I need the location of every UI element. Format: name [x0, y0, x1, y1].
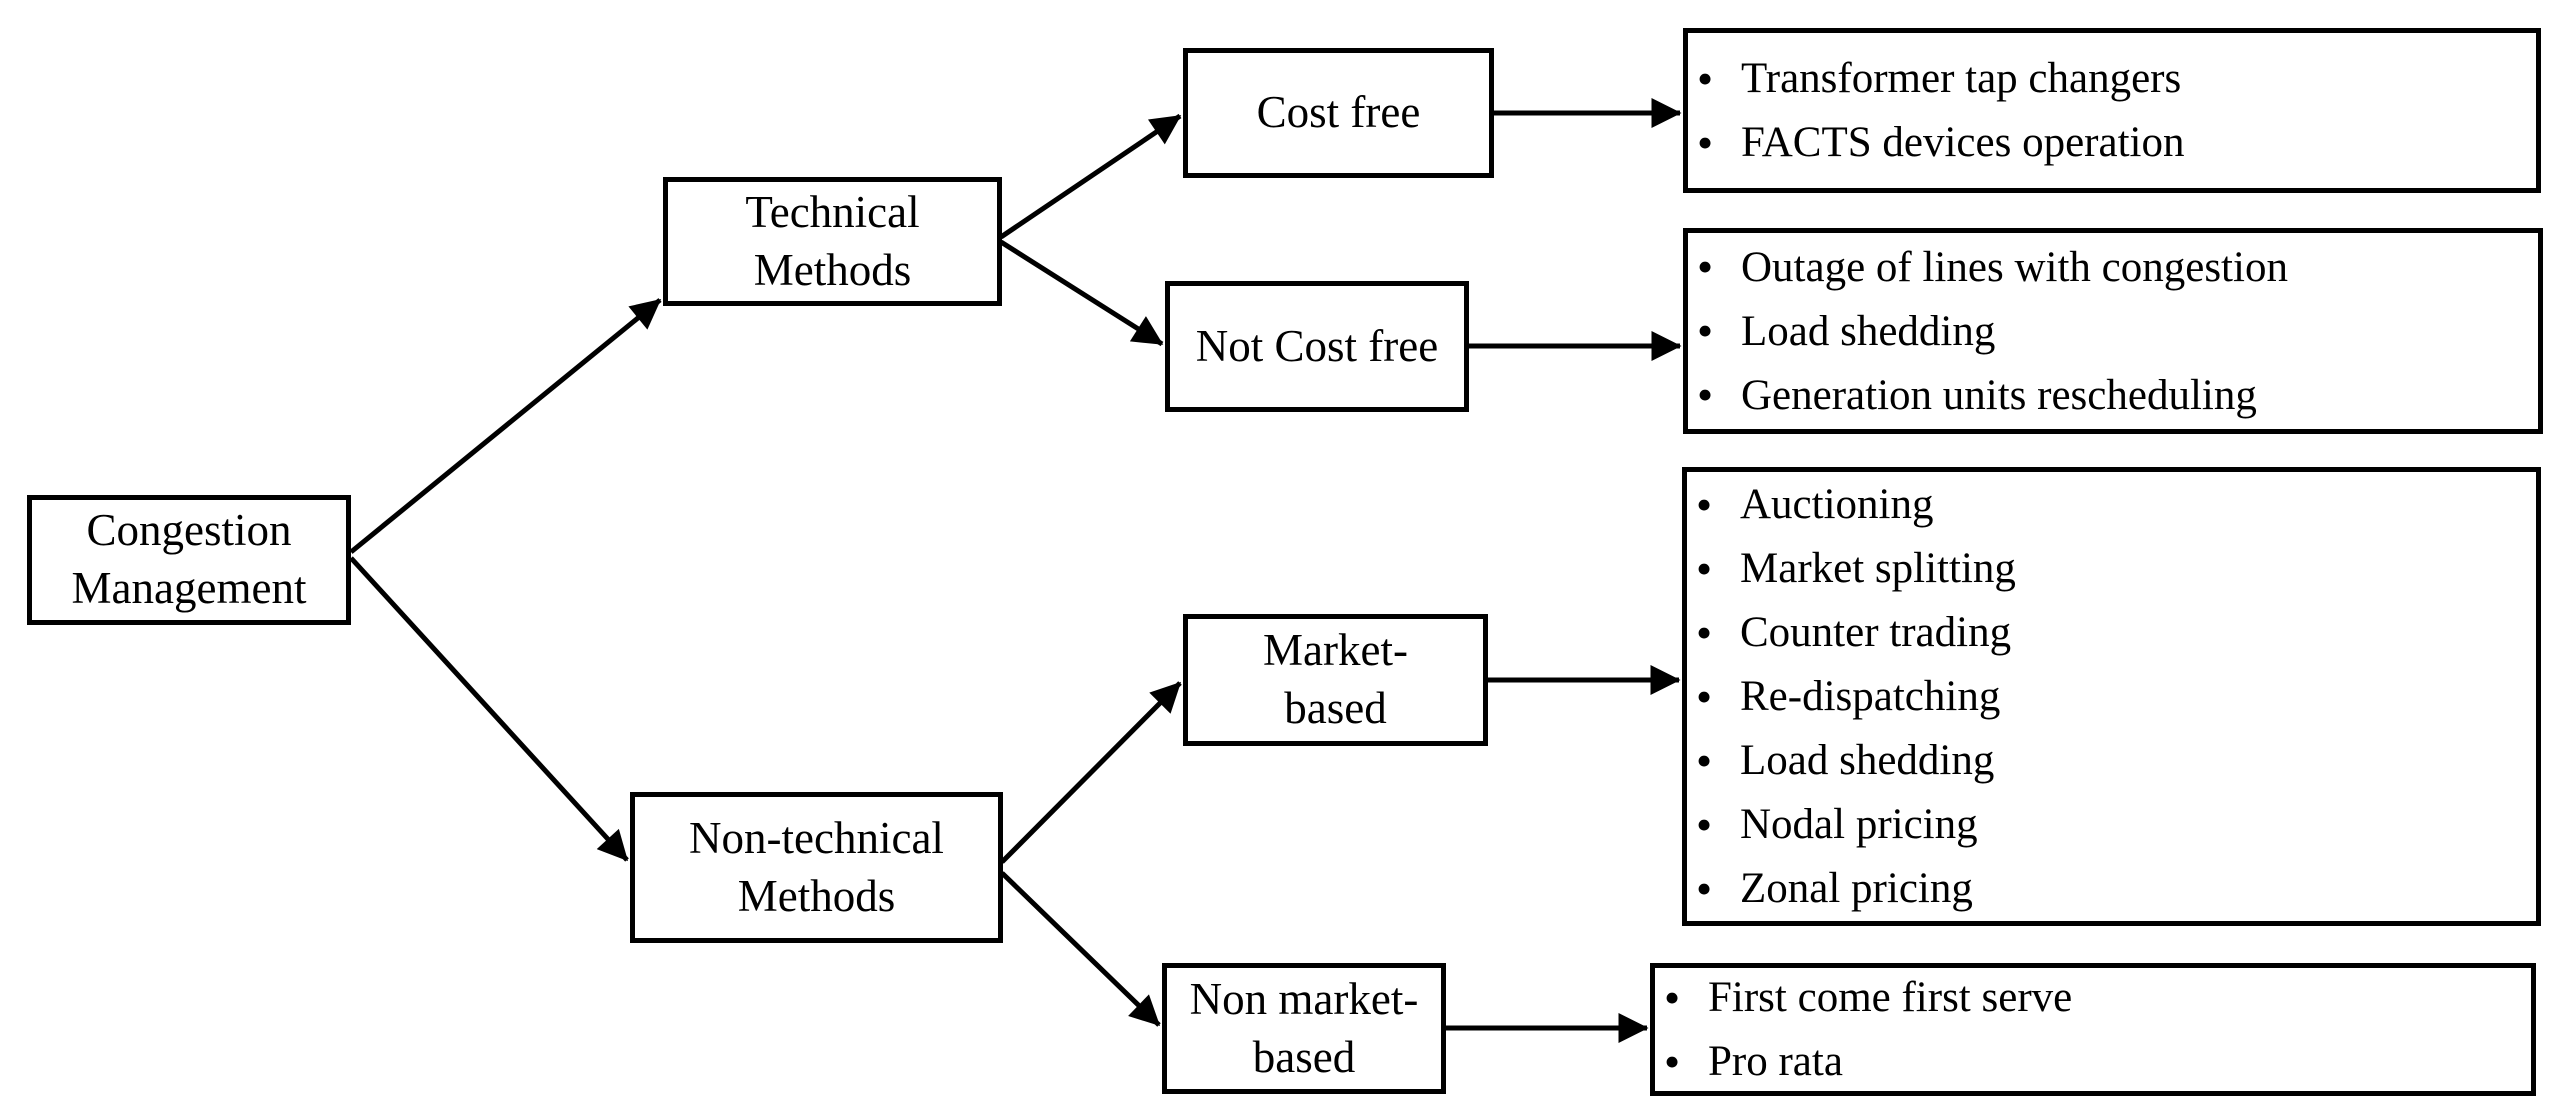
bullet-list: Auctioning Market splitting Counter trad…: [1687, 473, 2536, 921]
list-item: Market splitting: [1687, 537, 2536, 601]
list-item-label: FACTS devices operation: [1741, 119, 2185, 166]
list-item: Load shedding: [1687, 729, 2536, 793]
arrow-technical-to-not-cost-free: [999, 239, 1164, 347]
list-item-label: Generation units rescheduling: [1741, 371, 2257, 419]
bullet-icon: [1696, 546, 1740, 592]
list-item-label: Outage of lines with congestion: [1741, 243, 2288, 291]
list-item: First come first serve: [1655, 966, 2531, 1030]
list-item: Generation units rescheduling: [1688, 363, 2538, 427]
bullet-icon: [1697, 372, 1741, 418]
bullet-icon: [1664, 975, 1708, 1021]
arrow-technical-to-cost-free: [999, 113, 1182, 240]
bullet-icon: [1664, 1039, 1708, 1085]
arrow-root-to-non-technical: [349, 556, 629, 862]
bullet-icon: [1696, 482, 1740, 528]
arrow-non-technical-to-market-based: [1000, 681, 1182, 864]
list-item-label: Nodal pricing: [1740, 801, 1978, 848]
bullet-icon: [1697, 244, 1741, 290]
list-item: Pro rata: [1655, 1030, 2531, 1094]
bullet-icon: [1697, 120, 1741, 166]
list-item: Outage of lines with congestion: [1688, 235, 2538, 299]
list-item: Counter trading: [1687, 601, 2536, 665]
list-item-label: First come first serve: [1708, 974, 2073, 1021]
list-item-label: Load shedding: [1740, 737, 1995, 784]
list-item: Auctioning: [1687, 473, 2536, 537]
bullet-icon: [1696, 738, 1740, 784]
list-item-label: Counter trading: [1740, 609, 2012, 656]
node-non-market-based: Non market- based: [1162, 963, 1446, 1094]
list-not-cost-free-methods: Outage of lines with congestion Load she…: [1683, 228, 2543, 434]
list-item: Zonal pricing: [1687, 857, 2536, 921]
node-not-cost-free: Not Cost free: [1165, 281, 1469, 412]
list-item-label: Market splitting: [1740, 545, 2016, 592]
list-market-based-methods: Auctioning Market splitting Counter trad…: [1682, 467, 2541, 926]
arrow-root-to-technical: [349, 298, 662, 554]
list-non-market-based-methods: First come first serve Pro rata: [1650, 963, 2536, 1096]
list-item-label: Auctioning: [1740, 481, 1934, 528]
list-item-label: Zonal pricing: [1740, 865, 1973, 912]
list-item: FACTS devices operation: [1688, 111, 2536, 175]
list-item-label: Transformer tap changers: [1741, 55, 2182, 102]
bullet-list: Outage of lines with congestion Load she…: [1688, 235, 2538, 427]
node-non-technical-methods: Non-technical Methods: [630, 792, 1003, 943]
list-item: Re-dispatching: [1687, 665, 2536, 729]
list-item-label: Load shedding: [1741, 307, 1996, 355]
bullet-icon: [1697, 56, 1741, 102]
bullet-icon: [1697, 308, 1741, 354]
bullet-icon: [1696, 802, 1740, 848]
list-item-label: Pro rata: [1708, 1038, 1843, 1085]
bullet-list: First come first serve Pro rata: [1655, 966, 2531, 1094]
bullet-icon: [1696, 610, 1740, 656]
arrow-non-technical-to-non-market-based: [1000, 871, 1161, 1027]
bullet-icon: [1696, 674, 1740, 720]
list-item-label: Re-dispatching: [1740, 673, 2001, 720]
bullet-icon: [1696, 866, 1740, 912]
list-cost-free-methods: Transformer tap changers FACTS devices o…: [1683, 28, 2541, 193]
node-technical-methods: Technical Methods: [663, 177, 1002, 306]
bullet-list: Transformer tap changers FACTS devices o…: [1688, 47, 2536, 175]
node-market-based: Market- based: [1183, 614, 1488, 746]
list-item: Load shedding: [1688, 299, 2538, 363]
node-cost-free: Cost free: [1183, 48, 1494, 178]
node-congestion-management: Congestion Management: [27, 495, 351, 625]
list-item: Nodal pricing: [1687, 793, 2536, 857]
list-item: Transformer tap changers: [1688, 47, 2536, 111]
